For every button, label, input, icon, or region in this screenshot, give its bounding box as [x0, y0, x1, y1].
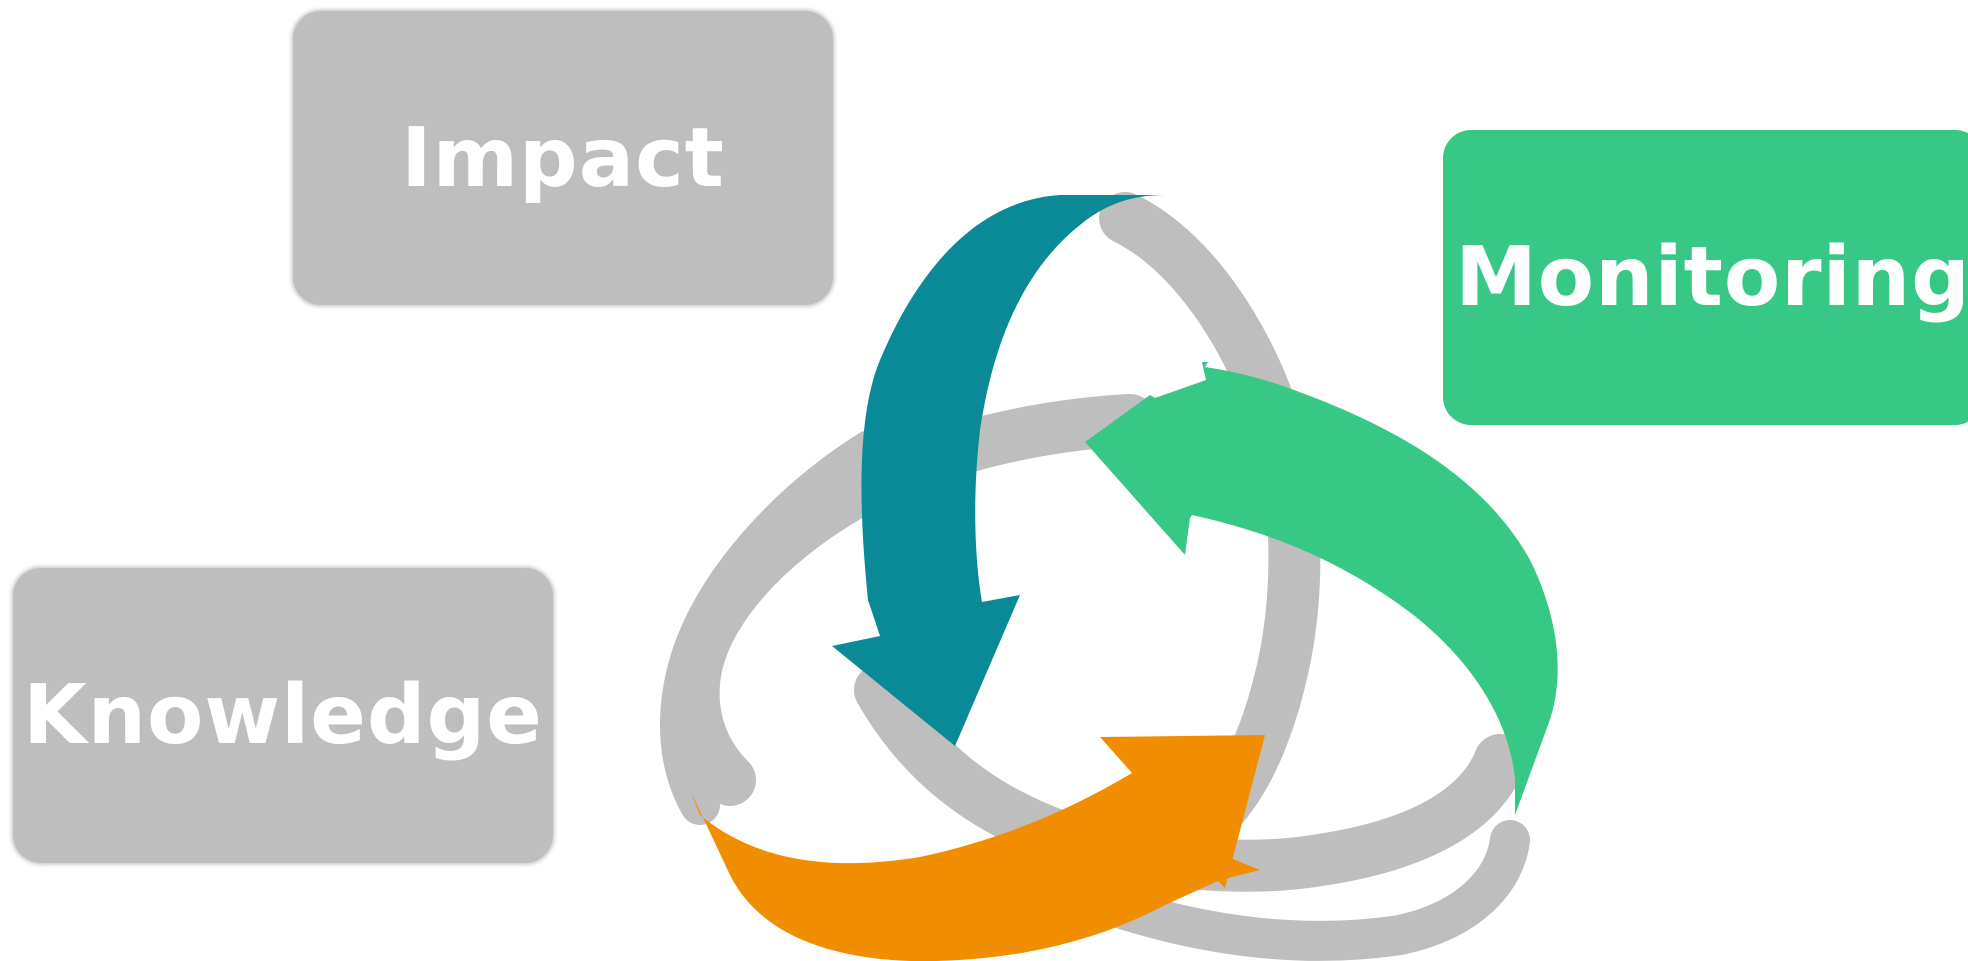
gray-ribbon-outer-bottom: [1090, 820, 1530, 961]
knowledge-label: Knowledge: [23, 668, 543, 763]
teal-arrow: [832, 195, 1165, 746]
impact-box: Impact: [293, 11, 833, 305]
impact-label: Impact: [401, 110, 725, 206]
orange-arrow: [690, 735, 1265, 961]
monitoring-label: Monitoring: [1455, 230, 1968, 325]
green-arrow: [1085, 362, 1558, 815]
monitoring-box: Monitoring: [1443, 130, 1968, 425]
gray-ribbon-outer-left: [659, 430, 890, 825]
knowledge-box: Knowledge: [13, 568, 553, 863]
